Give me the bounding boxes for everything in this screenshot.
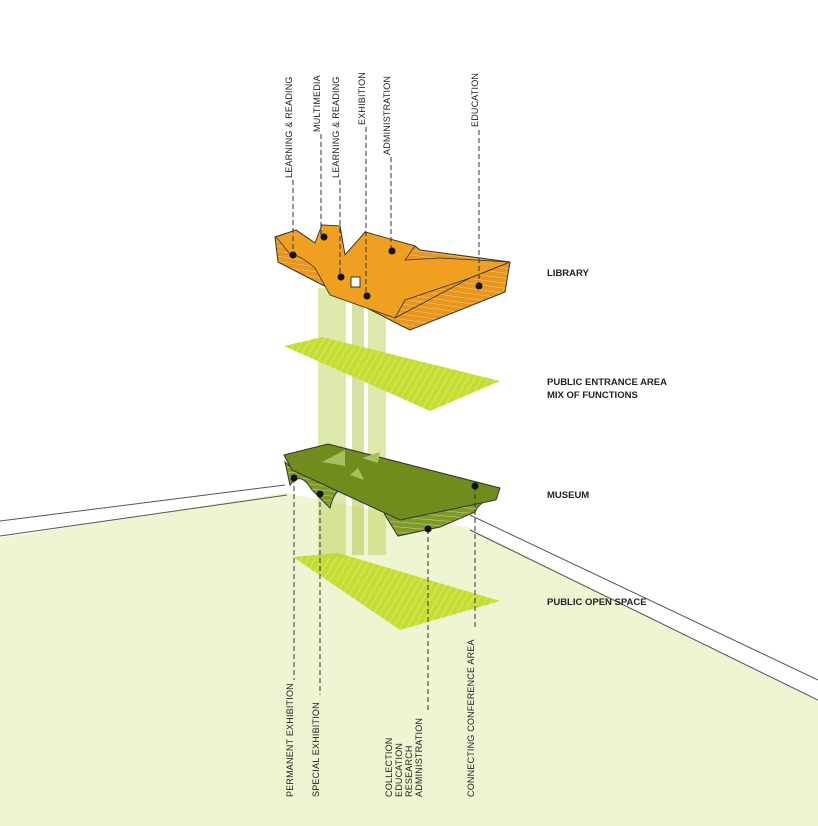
- label-learning-reading-1: LEARNING & READING: [284, 76, 294, 178]
- ground-plane: [0, 493, 818, 826]
- label-collection: COLLECTION: [384, 737, 394, 797]
- label-museum: MUSEUM: [547, 490, 589, 501]
- museum-volume: [283, 443, 501, 537]
- label-public-entrance-area: PUBLIC ENTRANCE AREA: [547, 377, 667, 388]
- label-permanent-exhibition: PERMANENT EXHIBITION: [285, 683, 295, 797]
- public-entrance-plane: [284, 337, 500, 411]
- library-volume: [274, 224, 511, 331]
- vertical-connections: [318, 288, 386, 558]
- label-administration: ADMINISTRATION: [382, 76, 392, 155]
- museum-leaders: [290, 474, 479, 712]
- label-connecting-conference-area: CONNECTING CONFERENCE AREA: [466, 639, 476, 797]
- label-research: RESEARCH: [404, 745, 414, 797]
- label-mix-of-functions: MIX OF FUNCTIONS: [547, 390, 638, 401]
- label-administration-museum: ADMINISTRATION: [414, 718, 424, 797]
- label-special-exhibition: SPECIAL EXHIBITION: [311, 702, 321, 797]
- public-open-space-plane: [293, 553, 500, 630]
- label-exhibition: EXHIBITION: [357, 72, 367, 125]
- label-multimedia: MULTIMEDIA: [312, 75, 322, 132]
- ground-edge-left: [0, 484, 286, 522]
- label-learning-reading-2: LEARNING & READING: [331, 76, 341, 178]
- label-education: EDUCATION: [470, 73, 480, 127]
- ground-edge-right: [469, 514, 818, 681]
- label-library: LIBRARY: [547, 268, 590, 279]
- label-education-museum: EDUCATION: [394, 743, 404, 797]
- library-leaders: [289, 127, 483, 300]
- label-public-open-space: PUBLIC OPEN SPACE: [547, 597, 647, 608]
